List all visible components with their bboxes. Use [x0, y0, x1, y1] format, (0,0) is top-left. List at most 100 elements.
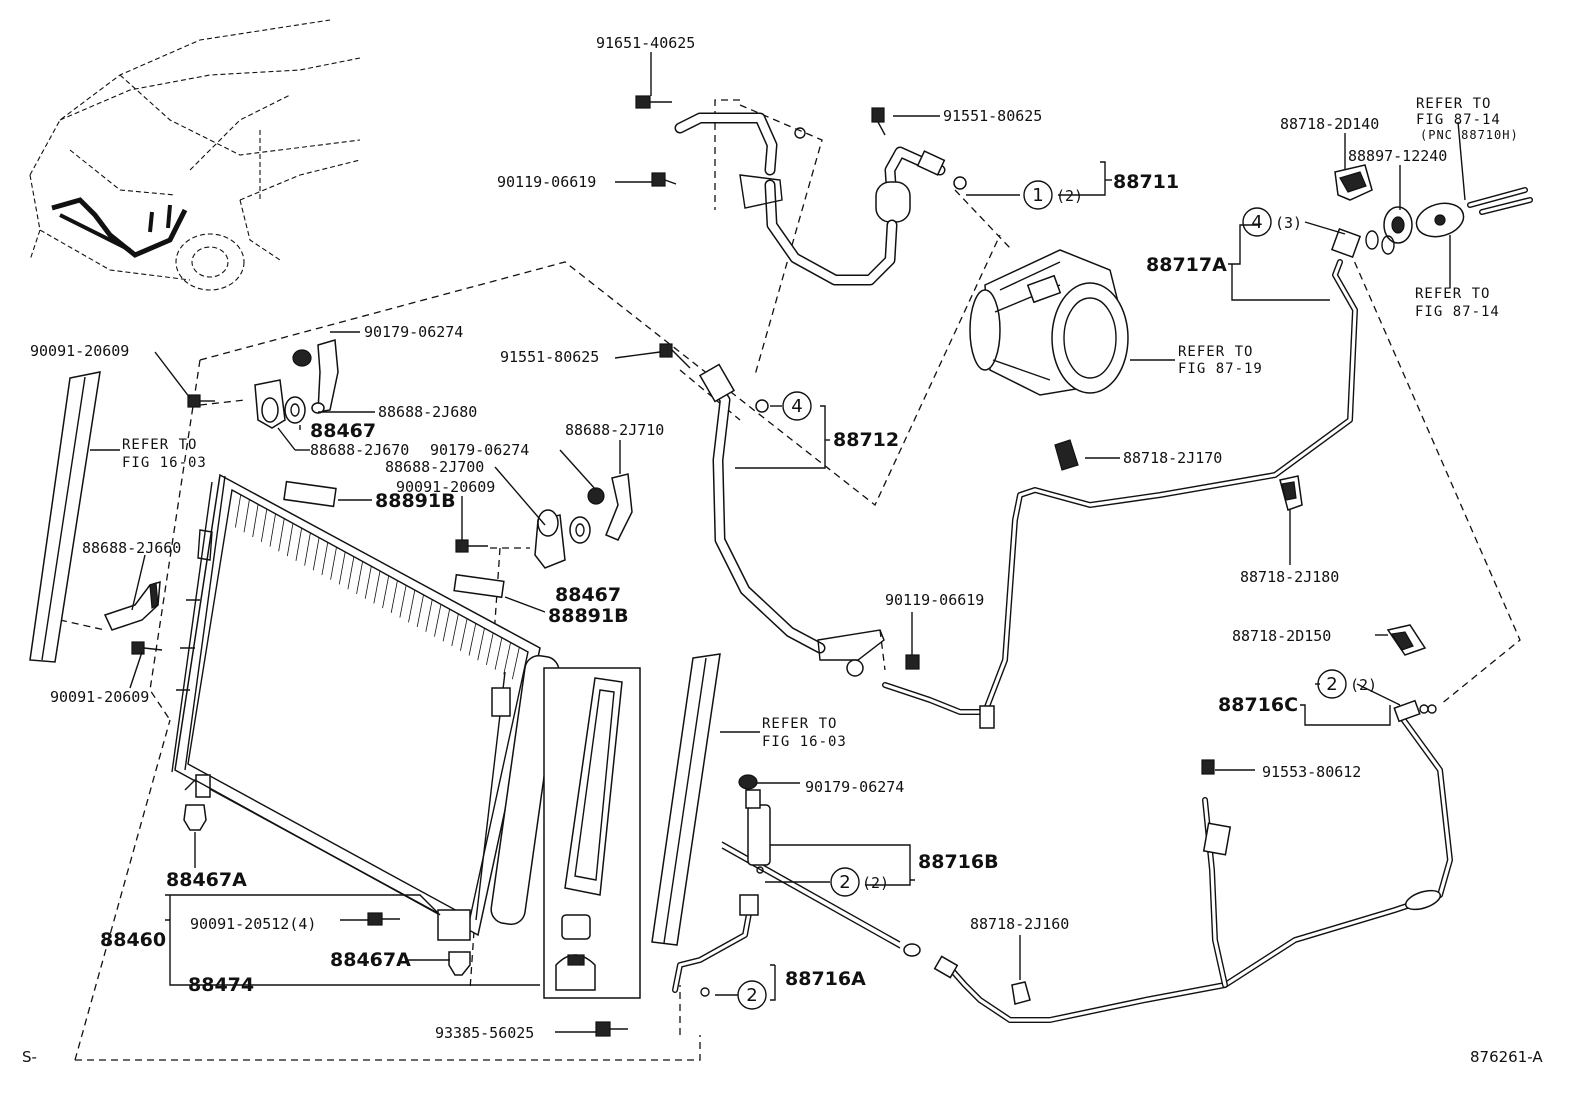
- part-labels: 91651-40625 91551-80625 90119-06619 8871…: [30, 34, 1447, 1042]
- quantity-labels: (2) (3) (2) (2): [862, 187, 1377, 892]
- label-88897-12240: 88897-12240: [1348, 147, 1447, 165]
- clamp-88718-2D150: [1386, 624, 1427, 656]
- svg-text:FIG 87-19: FIG 87-19: [1178, 361, 1263, 377]
- note-refer-fig-87-14-pnc: REFER TO FIG 87-14 (PNC 88710H): [1416, 96, 1519, 142]
- callout-2-c: 2: [1317, 669, 1347, 699]
- compressor-illustration: [969, 249, 1129, 396]
- label-90179-06274-c: 90179-06274: [805, 778, 904, 796]
- label-90179-06274-a: 90179-06274: [364, 323, 463, 341]
- svg-text:FIG 16-03: FIG 16-03: [122, 455, 207, 471]
- label-88716A: 88716A: [785, 968, 866, 990]
- svg-text:2: 2: [839, 872, 850, 893]
- nut-90179-06274-c: [738, 774, 758, 790]
- note-refer-fig-16-03-left: REFER TO FIG 16-03: [122, 437, 207, 471]
- bolt-90091-20609-b: [455, 539, 488, 553]
- qty-callout-1: (2): [1056, 187, 1083, 205]
- svg-text:REFER TO: REFER TO: [1178, 344, 1253, 360]
- flange-plate: [1415, 202, 1465, 238]
- svg-text:2: 2: [1326, 674, 1337, 695]
- callout-2-b: 2: [830, 867, 860, 897]
- label-88712: 88712: [833, 429, 899, 451]
- label-88688-2J700: 88688-2J700: [385, 458, 484, 476]
- label-88716C: 88716C: [1218, 694, 1298, 716]
- label-88718-2D150: 88718-2D150: [1232, 627, 1331, 645]
- svg-text:FIG 16-03: FIG 16-03: [762, 734, 847, 750]
- label-91551-80625-top: 91551-80625: [943, 107, 1042, 125]
- insulator-88467-a: [284, 396, 306, 424]
- label-88688-2J670: 88688-2J670: [310, 441, 409, 459]
- label-88718-2J180: 88718-2J180: [1240, 568, 1339, 586]
- footer-left-mark: S-: [22, 1048, 37, 1066]
- label-90091-20512: 90091-20512(4): [190, 915, 316, 933]
- label-88891B-a: 88891B: [375, 490, 456, 512]
- side-seals: [29, 371, 721, 946]
- note-refer-fig-16-03-right: REFER TO FIG 16-03: [762, 716, 847, 750]
- label-88688-2J710: 88688-2J710: [565, 421, 664, 439]
- callout-1: 1: [1023, 180, 1053, 210]
- svg-text:FIG 87-14: FIG 87-14: [1415, 304, 1500, 320]
- svg-text:(PNC 88710H): (PNC 88710H): [1420, 128, 1519, 142]
- svg-text:REFER TO: REFER TO: [1415, 286, 1490, 302]
- insulator-88467A-b: [448, 951, 471, 976]
- refer-notes: REFER TO FIG 87-14 (PNC 88710H) REFER TO…: [122, 96, 1519, 750]
- label-90091-20609-b: 90091-20609: [396, 478, 495, 496]
- bolt-91551-80625-top: [871, 107, 886, 136]
- label-88467-b: 88467: [555, 584, 621, 606]
- svg-text:FIG 87-14: FIG 87-14: [1416, 112, 1501, 128]
- vehicle-locator-illustration: [29, 19, 361, 291]
- label-91551-80625-mid: 91551-80625: [500, 348, 599, 366]
- insulator-88467A-a: [183, 804, 207, 831]
- label-88467A-a: 88467A: [166, 869, 247, 891]
- callout-4-a: 4: [1242, 207, 1272, 237]
- callout-2-a: 2: [737, 980, 767, 1010]
- svg-text:REFER TO: REFER TO: [762, 716, 837, 732]
- clamp-88718-2J180: [1279, 475, 1303, 511]
- leader-lines: [90, 52, 1466, 1033]
- label-90119-06619-mid: 90119-06619: [885, 591, 984, 609]
- callout-4-b: 4: [782, 391, 812, 421]
- bracket-88688-2J710: [605, 473, 633, 541]
- svg-text:4: 4: [1251, 212, 1262, 233]
- label-88718-2J160: 88718-2J160: [970, 915, 1069, 933]
- svg-text:REFER TO: REFER TO: [1416, 96, 1491, 112]
- bolt-91651-40625: [635, 95, 672, 109]
- seal-88897-12240: [1383, 206, 1413, 244]
- label-88688-2J680: 88688-2J680: [378, 403, 477, 421]
- label-88460: 88460: [100, 929, 166, 951]
- cushion-88891B-a: [283, 480, 337, 508]
- note-refer-fig-87-14: REFER TO FIG 87-14: [1415, 286, 1500, 320]
- bolt-90091-20512: [367, 912, 400, 926]
- cushion-88891B-b: [453, 573, 505, 599]
- bolt-90119-06619-mid: [905, 645, 920, 670]
- label-90119-06619-top: 90119-06619: [497, 173, 596, 191]
- label-88688-2J660: 88688-2J660: [82, 539, 181, 557]
- condenser-fins: [234, 494, 520, 680]
- bracket-88688-2J670: [254, 379, 286, 429]
- hardware-parts: [103, 95, 1533, 1037]
- label-88467A-b: 88467A: [330, 949, 411, 971]
- condenser-assembly: [171, 473, 560, 941]
- desiccant-kit-88474: [543, 667, 641, 999]
- label-91651-40625: 91651-40625: [596, 34, 695, 52]
- clamp-88718-2J160: [1011, 981, 1031, 1005]
- label-88718-2J170: 88718-2J170: [1123, 449, 1222, 467]
- label-90179-06274-b: 90179-06274: [430, 441, 529, 459]
- label-91553-80612: 91553-80612: [1262, 763, 1361, 781]
- bolt-91551-80625-mid: [659, 343, 691, 369]
- bolt-91553-80612: [1201, 759, 1215, 775]
- svg-text:REFER TO: REFER TO: [122, 437, 197, 453]
- label-88711: 88711: [1113, 171, 1179, 193]
- label-88891B-b: 88891B: [548, 605, 629, 627]
- clamp-88718-2J170: [1054, 439, 1079, 471]
- refrigerant-lines: [672, 112, 1453, 1023]
- bracket-88688-2J680: [311, 339, 339, 414]
- bracket-88718-2D140: [1334, 164, 1373, 201]
- bolt-90119-06619-top: [651, 172, 677, 187]
- svg-text:4: 4: [791, 396, 802, 417]
- qty-callout-4: (3): [1275, 214, 1302, 232]
- nut-90179-06274-a: [292, 349, 312, 367]
- label-88718-2D140: 88718-2D140: [1280, 115, 1379, 133]
- label-88467-a: 88467: [310, 420, 376, 442]
- qty-callout-2-c: (2): [1350, 676, 1377, 694]
- svg-text:2: 2: [746, 985, 757, 1006]
